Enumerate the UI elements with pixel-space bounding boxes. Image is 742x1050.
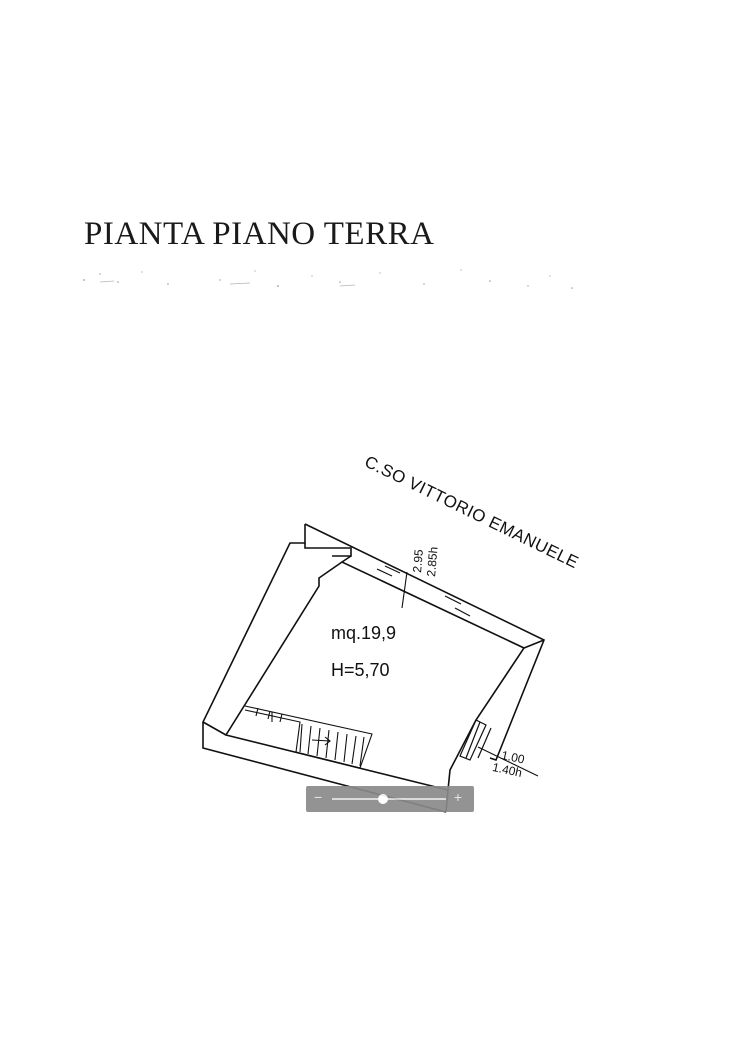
- zoom-control: − +: [306, 786, 474, 812]
- room-height-label: H=5,70: [331, 660, 390, 680]
- scan-artifacts: [83, 269, 573, 289]
- zoom-in-button[interactable]: +: [453, 789, 462, 805]
- outer-wall-street: [304, 523, 546, 761]
- outer-wall-left: [202, 524, 447, 813]
- zoom-slider-thumb[interactable]: [378, 794, 389, 804]
- zoom-slider-track[interactable]: [332, 794, 446, 804]
- window-height-dimension: 2.85h: [424, 546, 441, 578]
- staircase: [244, 705, 373, 769]
- page-title: PIANTA PIANO TERRA: [84, 216, 435, 252]
- zoom-out-button[interactable]: −: [314, 789, 323, 805]
- room-area-label: mq.19,9: [331, 623, 397, 643]
